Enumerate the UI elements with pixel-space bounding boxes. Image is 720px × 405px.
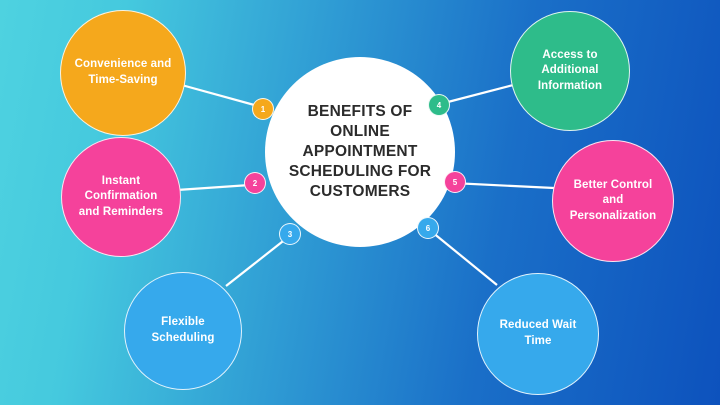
step-badge-3[interactable]: 3	[279, 223, 301, 245]
topic-bubble-6[interactable]: Reduced Wait Time	[477, 273, 599, 395]
step-badge-4[interactable]: 4	[428, 94, 450, 116]
topic-bubble-5[interactable]: Better Control and Personalization	[552, 140, 674, 262]
step-badge-5[interactable]: 5	[444, 171, 466, 193]
step-badge-6-number: 6	[425, 223, 431, 233]
topic-bubble-4[interactable]: Access to Additional Information	[510, 11, 630, 131]
topic-bubble-2[interactable]: Instant Confirmation and Reminders	[61, 137, 181, 257]
topic-bubble-2-label: Instant Confirmation and Reminders	[78, 174, 164, 218]
center-hub: BENEFITS OF ONLINE APPOINTMENT SCHEDULIN…	[265, 57, 455, 247]
connector-line-2	[176, 183, 251, 192]
topic-bubble-5-label: Better Control and Personalization	[569, 178, 657, 222]
connector-line-1	[177, 82, 259, 108]
step-badge-3-number: 3	[287, 229, 293, 239]
step-badge-5-number: 5	[452, 177, 458, 187]
step-badge-1[interactable]: 1	[252, 98, 274, 120]
connector-line-6	[431, 231, 498, 286]
connector-line-5	[451, 181, 555, 190]
topic-bubble-4-label: Access to Additional Information	[537, 48, 603, 92]
topic-bubble-6-label: Reduced Wait Time	[499, 319, 577, 347]
connector-line-4	[443, 82, 518, 105]
topic-bubble-1[interactable]: Convenience and Time-Saving	[60, 10, 186, 136]
step-badge-4-number: 4	[436, 100, 442, 110]
step-badge-1-number: 1	[260, 104, 266, 114]
step-badge-2-number: 2	[252, 178, 258, 188]
step-badge-6[interactable]: 6	[417, 217, 439, 239]
topic-bubble-3-label: Flexible Scheduling	[151, 316, 215, 344]
connector-line-3	[225, 237, 288, 287]
step-badge-2[interactable]: 2	[244, 172, 266, 194]
page-title: BENEFITS OF ONLINE APPOINTMENT SCHEDULIN…	[288, 103, 432, 200]
topic-bubble-1-label: Convenience and Time-Saving	[74, 58, 172, 86]
topic-bubble-3[interactable]: Flexible Scheduling	[124, 272, 242, 390]
